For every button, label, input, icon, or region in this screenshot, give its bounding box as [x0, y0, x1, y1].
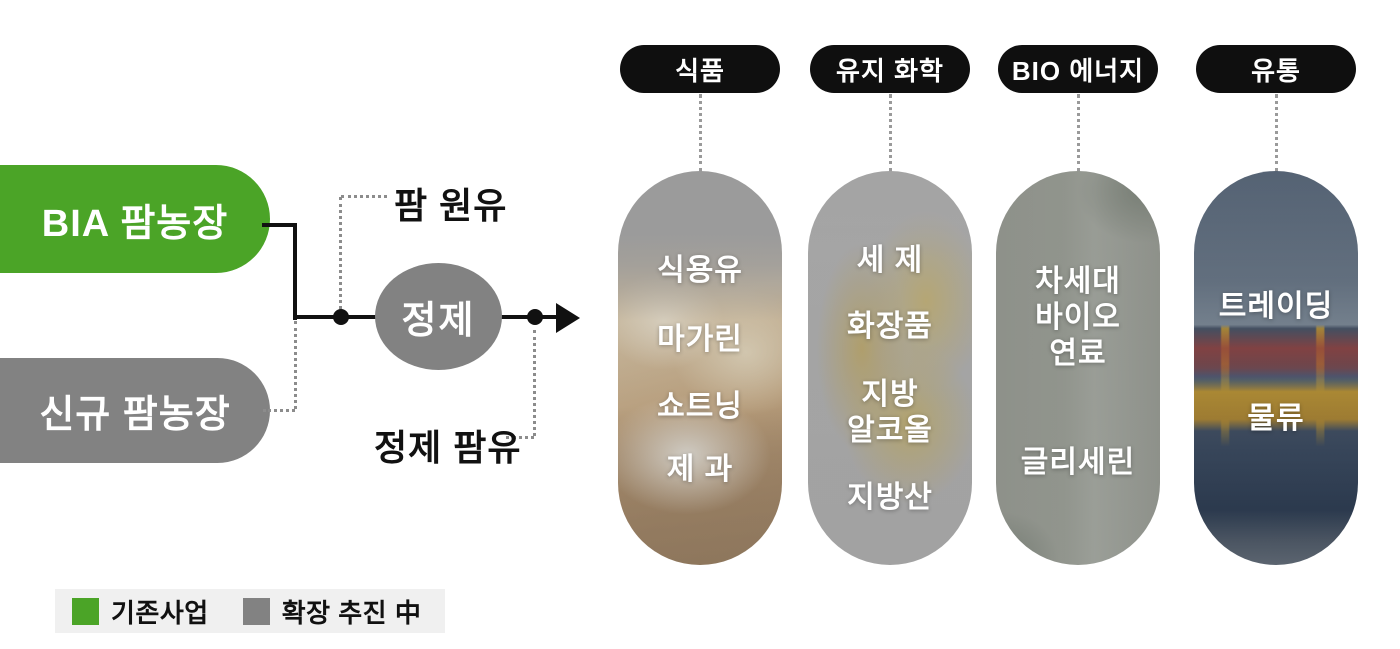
- dotted-line-crude-horizontal: [341, 195, 387, 198]
- column-header-food: 식품: [620, 45, 780, 93]
- capsule-oleochemical-item: 화장품: [847, 310, 933, 343]
- column-header-oleochemical: 유지 화학: [810, 45, 970, 93]
- arrow-right-icon: [556, 303, 580, 333]
- line-vertical-junction: [293, 223, 297, 320]
- source-bia-palm-farm: BIA 팜농장: [0, 165, 270, 273]
- column-header-bio-energy: BIO 에너지: [998, 45, 1158, 93]
- capsule-oleochemical-item: 세 제: [856, 244, 924, 277]
- dotted-connector-oleochemical: [889, 94, 892, 172]
- flow-node-dot-input: [333, 309, 349, 325]
- capsule-oleochemical: 세 제 화장품 지방 알코올 지방산: [808, 171, 972, 565]
- capsule-distribution-item: 물류: [1247, 402, 1305, 435]
- legend-swatch-gray: [242, 597, 270, 625]
- capsule-food-item: 마가린: [657, 323, 743, 356]
- capsule-distribution: 트레이딩 물류: [1194, 171, 1358, 565]
- legend-label-existing: 기존사업: [111, 597, 209, 628]
- source-new-palm-farm-label: 신규 팜농장: [39, 394, 231, 436]
- capsule-distribution-item: 트레이딩: [1218, 290, 1334, 323]
- legend-label-expansion: 확장 추진 中: [281, 597, 422, 628]
- capsule-food-item: 식용유: [657, 254, 743, 287]
- capsule-bio-energy-item: 글리세린: [1020, 446, 1136, 479]
- capsule-oleochemical-item: 지방산: [847, 481, 933, 514]
- capsule-food-item: 제 과: [666, 453, 734, 486]
- label-refined-palm-oil: 정제 팜유: [374, 427, 522, 468]
- dotted-line-refined-vertical: [533, 330, 536, 436]
- column-header-distribution: 유통: [1196, 45, 1356, 93]
- flow-node-dot-output: [527, 309, 543, 325]
- capsule-bio-energy: 차세대 바이오 연료 글리세린: [996, 171, 1160, 565]
- line-green-pill-stub: [262, 223, 297, 227]
- process-refining-node: 정제: [375, 263, 502, 370]
- label-palm-crude-oil: 팜 원유: [394, 185, 508, 226]
- capsule-food: 식용유 마가린 쇼트닝 제 과: [618, 171, 782, 565]
- legend-swatch-green: [72, 597, 99, 625]
- dotted-line-to-new-farm: [263, 409, 295, 412]
- dotted-line-refined-horizontal: [506, 436, 534, 439]
- capsule-food-item: 쇼트닝: [657, 390, 743, 423]
- dotted-connector-bio-energy: [1077, 94, 1080, 172]
- dotted-line-crude-vertical: [339, 197, 342, 309]
- capsule-oleochemical-item: 지방 알코올: [847, 378, 933, 447]
- legend-item-existing: 기존사업: [72, 593, 209, 630]
- legend: 기존사업 확장 추진 中: [55, 589, 445, 633]
- source-new-palm-farm: 신규 팜농장: [0, 358, 270, 463]
- capsule-bio-energy-item: 차세대 바이오 연료: [1035, 265, 1121, 370]
- dotted-connector-food: [699, 94, 702, 172]
- source-bia-palm-farm-label: BIA 팜농장: [41, 202, 229, 245]
- process-refining-label: 정제: [401, 300, 476, 342]
- legend-item-expansion: 확장 추진 中: [242, 593, 422, 630]
- dotted-connector-distribution: [1275, 94, 1278, 172]
- dotted-line-junction-down: [294, 321, 297, 409]
